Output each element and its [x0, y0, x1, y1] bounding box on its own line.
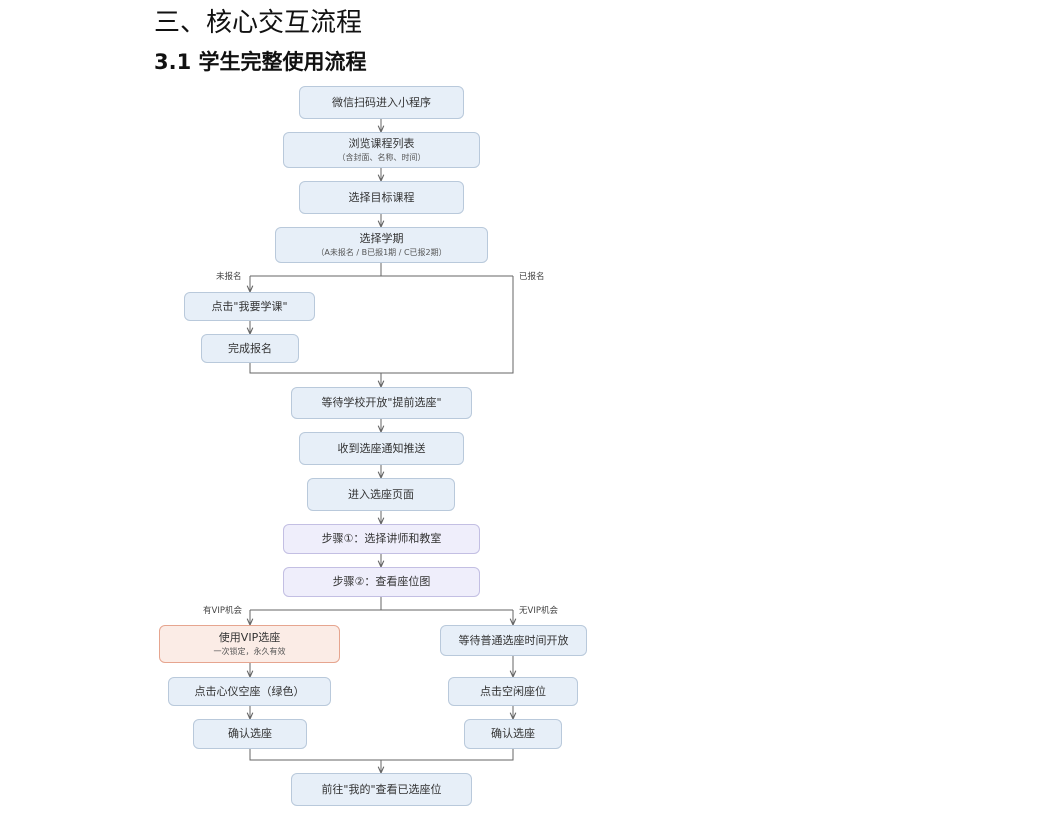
node-step1-text: 步骤①：选择讲师和教室: [321, 532, 442, 545]
node-use-vip: 使用VIP选座 一次锁定，永久有效: [159, 625, 340, 663]
node-select-course-text: 选择目标课程: [348, 190, 415, 204]
edge-label-has-vip: 有VIP机会: [203, 606, 242, 616]
node-click-free-seat-text: 点击空闲座位: [480, 684, 546, 698]
node-goto-mine-text: 前往"我的"查看已选座位: [321, 782, 442, 796]
node-finish-signup-text: 完成报名: [228, 341, 272, 355]
node-click-favorite-seat-text: 点击心仪空座（绿色）: [194, 684, 305, 698]
subsection-heading: 3.1 学生完整使用流程: [154, 50, 367, 74]
node-goto-mine: 前往"我的"查看已选座位: [291, 773, 472, 806]
node-receive-notice-text: 收到选座通知推送: [337, 441, 426, 455]
node-select-term: 选择学期 （A未报名 / B已报1期 / C已报2期）: [275, 227, 488, 263]
node-scan-qr-text: 微信扫码进入小程序: [332, 95, 431, 109]
node-step1: 步骤①：选择讲师和教室: [283, 524, 480, 554]
node-browse-courses-text: 浏览课程列表: [348, 137, 415, 150]
node-confirm-right-text: 确认选座: [491, 727, 535, 740]
node-click-favorite-seat: 点击心仪空座（绿色）: [168, 677, 331, 706]
node-use-vip-sub: 一次锁定，永久有效: [213, 647, 286, 656]
node-click-free-seat: 点击空闲座位: [448, 677, 578, 706]
node-scan-qr: 微信扫码进入小程序: [299, 86, 464, 119]
edge-label-signed: 已报名: [519, 272, 545, 282]
node-select-course: 选择目标课程: [299, 181, 464, 214]
node-wait-normal: 等待普通选座时间开放: [440, 625, 587, 656]
node-receive-notice: 收到选座通知推送: [299, 432, 464, 465]
node-confirm-left: 确认选座: [193, 719, 307, 749]
node-finish-signup: 完成报名: [201, 334, 299, 363]
node-enter-seat-page-text: 进入选座页面: [348, 487, 414, 501]
node-step2: 步骤②：查看座位图: [283, 567, 480, 597]
node-wait-open-text: 等待学校开放"提前选座": [321, 396, 442, 409]
node-use-vip-text: 使用VIP选座: [218, 631, 281, 644]
node-wait-open: 等待学校开放"提前选座": [291, 387, 472, 419]
node-enter-seat-page: 进入选座页面: [307, 478, 455, 511]
node-confirm-left-text: 确认选座: [228, 727, 272, 740]
edge-label-not-signed: 未报名: [216, 272, 242, 282]
node-step2-text: 步骤②：查看座位图: [332, 575, 431, 588]
edge-label-no-vip: 无VIP机会: [519, 606, 558, 616]
node-wait-normal-text: 等待普通选座时间开放: [458, 633, 569, 647]
node-click-learn-text: 点击"我要学课": [211, 299, 288, 313]
node-click-learn: 点击"我要学课": [184, 292, 315, 321]
node-browse-courses-sub: （含封面、名称、时间）: [337, 153, 426, 162]
node-browse-courses: 浏览课程列表 （含封面、名称、时间）: [283, 132, 480, 168]
node-select-term-text: 选择学期: [359, 232, 404, 245]
node-select-term-sub: （A未报名 / B已报1期 / C已报2期）: [316, 248, 447, 257]
node-confirm-right: 确认选座: [464, 719, 562, 749]
section-heading: 三、核心交互流程: [154, 8, 363, 38]
